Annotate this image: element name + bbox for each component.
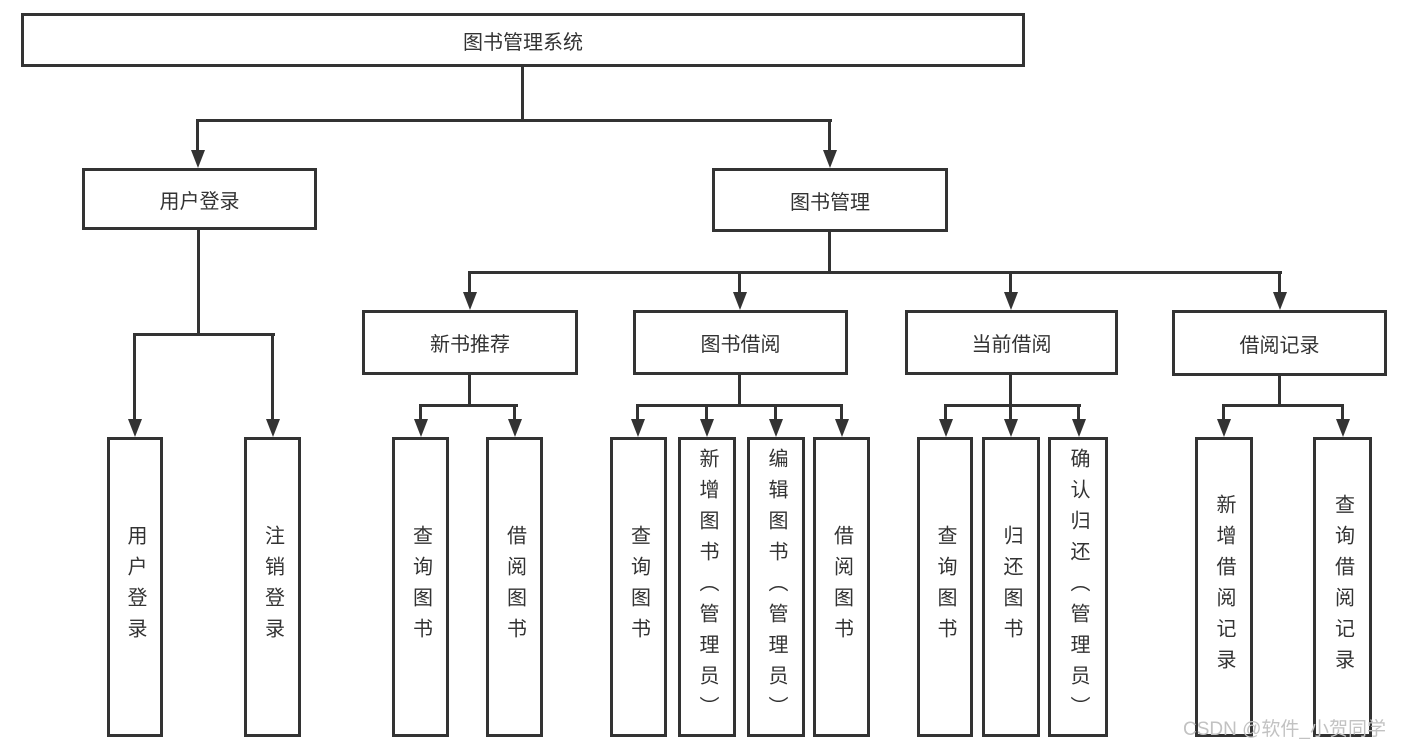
arrowhead-add-borrow-record (1217, 419, 1231, 437)
node-user-login-branch: 用户登录 (82, 168, 317, 230)
node-label: 用户登录 (159, 190, 240, 213)
leaf-label: 编辑图书（管理员） (765, 447, 787, 727)
connector-user-rail (133, 333, 275, 336)
leaf-borrow-books-recommend: 借阅图书 (486, 437, 543, 737)
connector-arrow-shaft-user (196, 119, 199, 152)
leaf-query-borrow-record: 查询借阅记录 (1313, 437, 1372, 737)
connector-current-rail (944, 404, 1081, 407)
connector-arrow-shaft-leaf-logout (271, 333, 274, 419)
connector-arrow-shaft-g4c (1077, 404, 1080, 419)
leaf-label: 新增借阅记录 (1213, 494, 1235, 680)
arrowhead-borrowing-records (1273, 292, 1287, 310)
connector-arrow-shaft-g4b (1009, 404, 1012, 419)
leaf-label: 注销登录 (261, 525, 284, 649)
connector-records-rail (1222, 404, 1344, 407)
arrowhead-book-borrowing (733, 292, 747, 310)
leaf-query-books-current: 查询图书 (917, 437, 973, 737)
csdn-watermark: CSDN @软件_小贺同学 (1183, 719, 1386, 740)
arrowhead-query-books-recommend (414, 419, 428, 437)
node-label: 借阅记录 (1239, 334, 1320, 357)
connector-arrow-shaft-g5b (1341, 404, 1344, 419)
leaf-label: 确认归还（管理员） (1067, 447, 1089, 727)
connector-arrow-shaft-recommend (468, 271, 471, 292)
connector-arrow-shaft-g3b (705, 404, 708, 419)
arrowhead-query-borrow-record (1336, 419, 1350, 437)
leaf-logout: 注销登录 (244, 437, 301, 737)
leaf-label: 借阅图书 (503, 525, 526, 649)
leaf-label: 新增图书（管理员） (696, 447, 718, 727)
connector-arrow-shaft-records (1278, 271, 1281, 292)
arrowhead-leaf-login (128, 419, 142, 437)
arrowhead-borrow-books-borrowing (835, 419, 849, 437)
arrowhead-user-login (191, 150, 205, 168)
arrowhead-confirm-return-admin (1072, 419, 1086, 437)
node-book-management-branch: 图书管理 (712, 168, 948, 232)
node-current-borrowing: 当前借阅 (905, 310, 1118, 375)
arrowhead-book-management (823, 150, 837, 168)
connector-arrow-shaft-current (1009, 271, 1012, 292)
connector-arrow-shaft-g2b (513, 404, 516, 419)
node-label: 当前借阅 (971, 334, 1052, 356)
leaf-edit-books-admin: 编辑图书（管理员） (747, 437, 805, 737)
leaf-add-books-admin: 新增图书（管理员） (678, 437, 736, 737)
leaf-query-books-borrowing: 查询图书 (610, 437, 667, 737)
node-root-library-system: 图书管理系统 (21, 13, 1025, 67)
connector-records-stem (1278, 376, 1281, 406)
node-label: 图书管理 (790, 191, 870, 214)
arrowhead-new-book-recommend (463, 292, 477, 310)
node-label: 新书推荐 (430, 334, 510, 356)
leaf-label: 用户登录 (124, 525, 146, 649)
leaf-label: 归还图书 (1000, 525, 1022, 649)
leaf-confirm-return-admin: 确认归还（管理员） (1048, 437, 1108, 737)
connector-recommend-stem (468, 375, 471, 406)
connector-arrow-shaft-book (828, 119, 831, 152)
connector-arrow-shaft-g5a (1222, 404, 1225, 419)
connector-arrow-shaft-g4a (944, 404, 947, 419)
connector-arrow-shaft-g3a (636, 404, 639, 419)
leaf-label: 查询图书 (627, 525, 650, 649)
leaf-label: 查询图书 (934, 525, 956, 649)
connector-borrowing-stem (738, 375, 741, 406)
node-book-borrowing: 图书借阅 (633, 310, 848, 375)
arrowhead-add-books-admin (700, 419, 714, 437)
arrowhead-current-borrowing (1004, 292, 1018, 310)
connector-current-stem (1009, 375, 1012, 406)
connector-arrow-shaft-g3c (774, 404, 777, 419)
leaf-add-borrow-record: 新增借阅记录 (1195, 437, 1253, 737)
leaf-return-books: 归还图书 (982, 437, 1040, 737)
arrowhead-query-books-current (939, 419, 953, 437)
arrowhead-edit-books-admin (769, 419, 783, 437)
leaf-user-login: 用户登录 (107, 437, 163, 737)
connector-arrow-shaft-borrowing (738, 271, 741, 292)
leaf-label: 借阅图书 (830, 525, 853, 649)
arrowhead-query-books-borrowing (631, 419, 645, 437)
leaf-borrow-books-borrowing: 借阅图书 (813, 437, 870, 737)
leaf-query-books-recommend: 查询图书 (392, 437, 449, 737)
connector-arrow-shaft-leaf-login (133, 333, 136, 419)
node-borrowing-records: 借阅记录 (1172, 310, 1387, 376)
connector-root-stem (521, 67, 524, 121)
node-new-book-recommend: 新书推荐 (362, 310, 578, 375)
node-label: 图书管理系统 (463, 31, 583, 54)
connector-book-stem (828, 232, 831, 274)
node-label: 图书借阅 (700, 334, 781, 356)
arrowhead-leaf-logout (266, 419, 280, 437)
connector-borrowing-rail (636, 404, 843, 407)
connector-root-rail (196, 119, 832, 122)
arrowhead-borrow-books-recommend (508, 419, 522, 437)
connector-user-stem (197, 230, 200, 336)
arrowhead-return-books (1004, 419, 1018, 437)
connector-arrow-shaft-g3d (840, 404, 843, 419)
leaf-label: 查询借阅记录 (1331, 494, 1354, 680)
connector-recommend-rail (419, 404, 518, 407)
connector-book-rail (468, 271, 1282, 274)
connector-arrow-shaft-g2a (419, 404, 422, 419)
leaf-label: 查询图书 (409, 525, 432, 649)
